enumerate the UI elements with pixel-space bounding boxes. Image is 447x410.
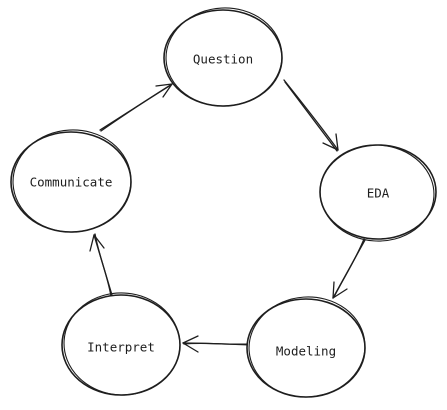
- edge-communicate-to-question: [99, 83, 173, 132]
- node-label-communicate: Communicate: [30, 175, 113, 190]
- edge-modeling-to-interpret: [182, 335, 251, 353]
- node-label-modeling: Modeling: [276, 344, 336, 359]
- node-label-question: Question: [193, 52, 253, 67]
- node-modeling[interactable]: Modeling: [246, 293, 369, 401]
- node-eda[interactable]: EDA: [317, 141, 437, 245]
- node-interpret[interactable]: Interpret: [61, 290, 182, 398]
- edges-layer: [89, 79, 366, 353]
- nodes-layer: Question EDA Modeling Interpret Communic…: [10, 5, 437, 401]
- node-label-interpret: Interpret: [87, 340, 155, 355]
- edge-eda-to-modeling: [332, 238, 366, 299]
- node-communicate[interactable]: Communicate: [10, 127, 133, 235]
- edge-interpret-to-communicate: [89, 233, 113, 297]
- node-label-eda: EDA: [367, 186, 390, 201]
- edge-question-to-eda: [283, 79, 339, 152]
- node-question[interactable]: Question: [163, 5, 285, 109]
